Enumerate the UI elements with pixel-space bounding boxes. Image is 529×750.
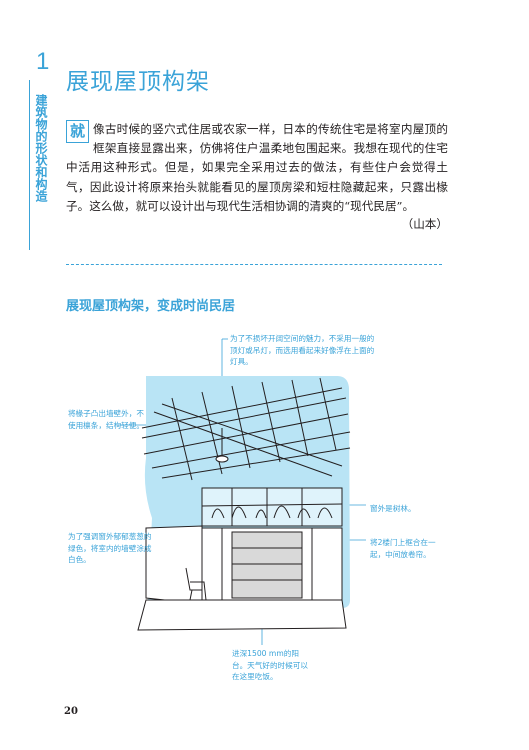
chapter-number: 1 xyxy=(36,48,50,75)
intro-text: 像古时候的竖穴式住居或农家一样，日本的传统住宅是将室内屋顶的框架直接显露出来，仿… xyxy=(66,122,448,213)
room-illustration xyxy=(137,376,351,631)
wall-shutter-icon xyxy=(145,525,343,605)
chapter-rule xyxy=(29,80,30,250)
callout-sliding: 将2楼门上框合在一起，中间放卷帘。 xyxy=(370,538,436,559)
roof-rafters-icon xyxy=(141,377,351,481)
page-number: 20 xyxy=(64,706,78,717)
section-subtitle: 展现屋顶构架，变成时尚民居 xyxy=(66,299,236,314)
intro-paragraph: 就像古时候的竖穴式住居或农家一样，日本的传统住宅是将室内屋顶的框架直接显露出来，… xyxy=(66,120,448,216)
callout-deck: 进深1500 mm的阳台。天气好的时候可以在这里吃饭。 xyxy=(232,649,308,682)
floor-icon xyxy=(137,599,347,631)
author-credit: （山本） xyxy=(401,217,448,231)
callout-rafters: 将椽子凸出墙壁外，不使用檩条，结构轻便。 xyxy=(68,409,144,430)
page-title: 展现屋顶构架 xyxy=(66,69,210,95)
callout-trees: 窗外是树林。 xyxy=(370,504,416,513)
chapter-name: 建筑物的形状和构造 xyxy=(34,94,48,202)
drop-cap: 就 xyxy=(66,120,89,143)
window-band-icon xyxy=(201,487,343,527)
callout-lighting: 为了不损坏开阔空间的魅力，不采用一般的顶灯或吊灯，而选用看起来好像浮在上面的灯具… xyxy=(230,334,375,367)
callout-pillars: 为了强调窗外郁郁葱葱的绿色，将室内的墙壁涂成白色。 xyxy=(68,532,152,565)
dashed-divider xyxy=(66,264,442,265)
lamp-icon xyxy=(215,428,229,463)
chair-icon xyxy=(185,567,207,601)
